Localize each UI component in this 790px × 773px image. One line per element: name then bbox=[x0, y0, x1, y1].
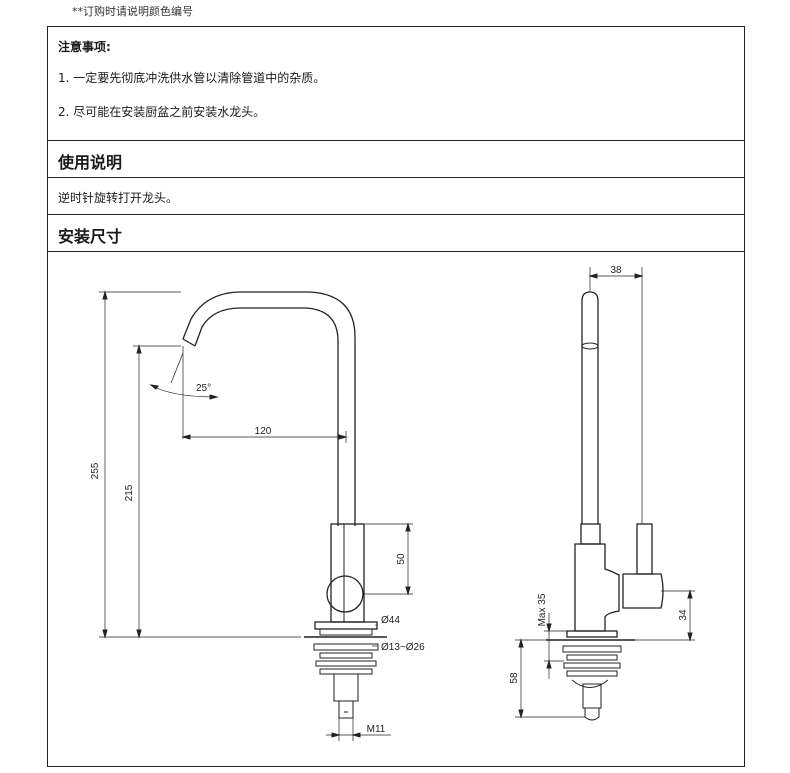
dim-50 bbox=[364, 522, 413, 596]
installation-drawing: 255 215 25° 120 50 Ø44 Ø13~Ø26 M11 38 Ma… bbox=[48, 252, 744, 766]
dim-215 bbox=[133, 344, 181, 639]
label-hole-dia: Ø13~Ø26 bbox=[381, 642, 425, 653]
usage-text: 逆时针旋转打开龙头。 bbox=[58, 191, 179, 205]
front-spout bbox=[182, 291, 356, 526]
usage-header: 使用说明 bbox=[48, 141, 744, 178]
label-25-deg: 25° bbox=[196, 383, 211, 394]
notes-heading: 注意事项: bbox=[58, 40, 111, 54]
dim-m11 bbox=[326, 718, 391, 741]
label-120: 120 bbox=[255, 426, 272, 437]
dim-255 bbox=[99, 290, 301, 639]
spec-frame: 注意事项: 1. 一定要先彻底冲洗供水管以清除管道中的杂质。 2. 尽可能在安装… bbox=[47, 26, 745, 767]
note-item-2: 2. 尽可能在安装厨盆之前安装水龙头。 bbox=[58, 105, 266, 119]
order-note: **订购时请说明颜色编号 bbox=[72, 5, 193, 18]
dim-base-diameters bbox=[372, 624, 378, 647]
dim-34 bbox=[635, 589, 695, 642]
dim-58 bbox=[515, 638, 585, 719]
dim-120 bbox=[181, 431, 348, 443]
usage-title: 使用说明 bbox=[58, 153, 123, 172]
label-m11: M11 bbox=[367, 724, 386, 735]
front-body bbox=[326, 523, 365, 623]
dim-angle bbox=[149, 346, 219, 439]
label-215: 215 bbox=[124, 484, 135, 501]
front-base bbox=[304, 621, 387, 719]
install-header: 安装尺寸 bbox=[48, 215, 744, 252]
dim-38 bbox=[588, 267, 644, 524]
note-item-1: 1. 一定要先彻底冲洗供水管以清除管道中的杂质。 bbox=[58, 71, 326, 85]
install-title: 安装尺寸 bbox=[58, 227, 123, 246]
usage-section: 逆时针旋转打开龙头。 bbox=[48, 178, 744, 215]
side-spout bbox=[581, 291, 599, 524]
label-base-dia: Ø44 bbox=[381, 615, 400, 626]
side-body bbox=[574, 523, 664, 632]
label-34: 34 bbox=[678, 609, 689, 621]
label-58: 58 bbox=[509, 672, 520, 684]
label-50: 50 bbox=[396, 553, 407, 565]
dimension-drawing-svg: 255 215 25° 120 50 Ø44 Ø13~Ø26 M11 38 Ma… bbox=[90, 265, 695, 741]
label-max35: Max 35 bbox=[537, 593, 548, 626]
side-base bbox=[546, 630, 635, 721]
notes-section: 注意事项: 1. 一定要先彻底冲洗供水管以清除管道中的杂质。 2. 尽可能在安装… bbox=[48, 27, 744, 141]
label-38: 38 bbox=[610, 265, 622, 276]
label-255: 255 bbox=[90, 462, 101, 479]
dim-max35 bbox=[544, 613, 567, 679]
